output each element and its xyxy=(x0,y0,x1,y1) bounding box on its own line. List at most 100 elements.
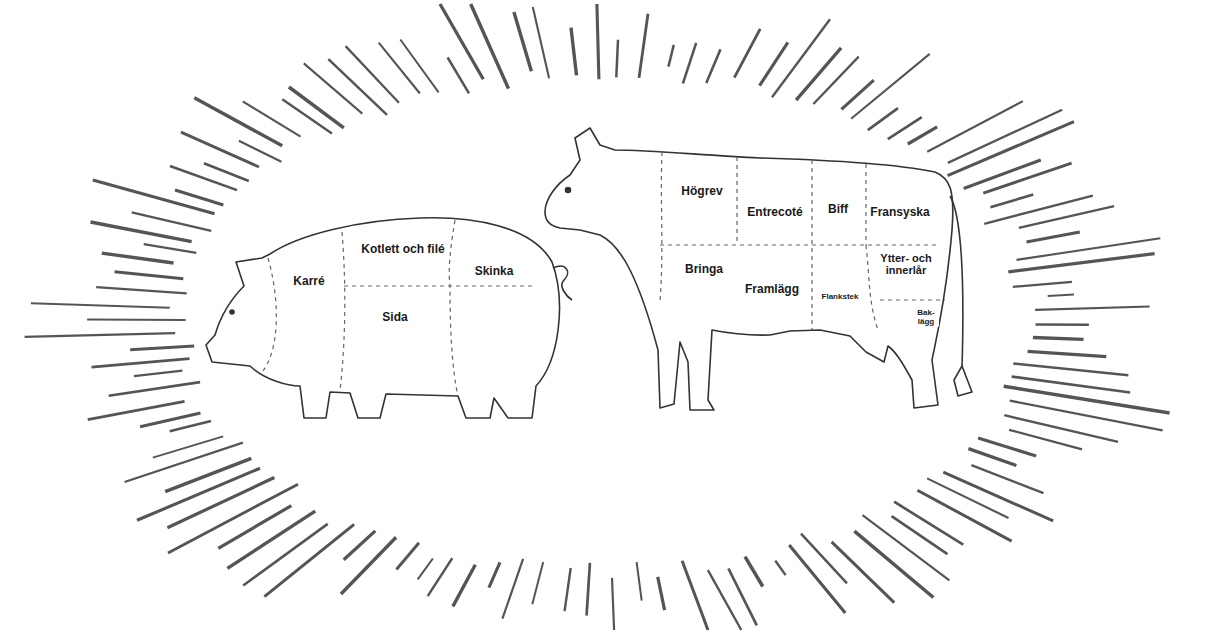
sunburst-ray xyxy=(304,63,363,113)
cut-line xyxy=(880,299,945,300)
cow-tail xyxy=(950,196,963,368)
sunburst-ray xyxy=(978,438,1036,456)
sunburst-ray xyxy=(948,110,1062,163)
cut-label: Karré xyxy=(292,275,325,288)
sunburst-ray xyxy=(153,436,223,457)
sunburst-ray xyxy=(396,543,419,570)
sunburst-ray xyxy=(1013,364,1128,376)
cut-line xyxy=(340,232,345,390)
sunburst-ray xyxy=(227,511,315,568)
sunburst-ray xyxy=(379,43,420,94)
cut-label: Framlägg xyxy=(744,283,800,296)
cut-label: Flankstek xyxy=(821,293,860,302)
sunburst-ray xyxy=(908,127,937,144)
sunburst-ray xyxy=(341,537,396,594)
pig-outline xyxy=(206,218,559,418)
sunburst-ray xyxy=(658,577,665,610)
sunburst-ray xyxy=(683,43,696,84)
cut-line xyxy=(811,160,812,330)
cut-line xyxy=(262,258,276,372)
sunburst-ray xyxy=(1009,430,1082,450)
sunburst-ray xyxy=(1048,294,1074,296)
cut-line xyxy=(344,285,536,286)
sunburst-ray xyxy=(708,570,741,630)
sunburst-ray xyxy=(170,166,237,190)
sunburst-ray xyxy=(346,46,399,103)
cut-label: Kotlett och filé xyxy=(360,243,445,256)
sunburst-ray xyxy=(344,531,376,560)
sunburst-ray xyxy=(888,117,922,139)
sunburst-ray xyxy=(597,4,599,79)
cut-line xyxy=(449,220,458,396)
sunburst-ray xyxy=(813,57,858,104)
sunburst-ray xyxy=(616,40,618,78)
sunburst-ray xyxy=(1035,307,1150,310)
sunburst-ray xyxy=(243,524,328,586)
sunburst-ray xyxy=(894,502,963,545)
cut-label: Sida xyxy=(381,311,408,324)
sunburst-ray xyxy=(418,559,433,580)
sunburst-ray xyxy=(1019,206,1114,228)
sunburst-ray xyxy=(514,12,532,71)
sunburst-ray xyxy=(532,562,543,604)
sunburst-ray xyxy=(170,421,211,431)
sunburst-ray xyxy=(1027,232,1080,242)
sunburst-ray xyxy=(571,28,577,76)
cow-tail-tuft xyxy=(954,366,972,396)
sunburst-ray xyxy=(612,578,614,630)
sunburst-ray xyxy=(96,287,187,293)
sunburst-ray xyxy=(453,565,475,607)
sunburst-ray xyxy=(1010,401,1163,431)
sunburst-ray xyxy=(502,559,523,619)
cut-line xyxy=(660,152,662,300)
sunburst-ray xyxy=(400,40,438,93)
sunburst-ray xyxy=(1008,254,1154,272)
sunburst-ray xyxy=(832,542,895,603)
sunburst-ray xyxy=(801,534,847,584)
sunburst-ray xyxy=(533,7,549,78)
sunburst-ray xyxy=(130,346,194,350)
cut-label: Högrev xyxy=(680,185,723,198)
sunburst-ray xyxy=(760,42,788,85)
sunburst-ray xyxy=(772,19,830,97)
sunburst-ray xyxy=(428,558,453,596)
sunburst-ray xyxy=(175,190,223,205)
sunburst-ray xyxy=(964,160,1041,189)
sunburst-ray xyxy=(745,557,763,587)
sunburst-ray xyxy=(639,14,648,78)
cut-label: Fransyska xyxy=(869,206,930,219)
sunburst-ray xyxy=(88,401,185,419)
cut-line xyxy=(865,164,866,245)
sunburst-ray xyxy=(734,29,760,78)
cut-label: Bak- lägg xyxy=(913,309,939,327)
sunburst-ray xyxy=(448,58,469,94)
sunburst-ray xyxy=(239,141,282,162)
sunburst-ray xyxy=(489,562,500,587)
cut-label: Ytter- och innerlår xyxy=(872,252,940,276)
sunburst-ray xyxy=(181,132,259,167)
sunburst-ray xyxy=(25,333,176,337)
sunburst-ray xyxy=(92,359,190,368)
sunburst-ray xyxy=(927,101,1023,152)
cut-label: Skinka xyxy=(474,265,515,278)
cow-outline xyxy=(545,128,953,410)
sunburst-ray xyxy=(87,319,186,321)
sunburst-ray xyxy=(282,99,332,133)
cut-label: Biff xyxy=(827,203,849,216)
sunburst-ray xyxy=(968,449,1016,466)
sunburst-ray xyxy=(789,545,845,613)
sunburst-ray xyxy=(1036,323,1089,326)
sunburst-ray xyxy=(1028,351,1107,356)
sunburst-ray xyxy=(471,4,509,89)
sunburst-ray xyxy=(587,563,590,616)
sunburst-ray xyxy=(775,561,785,576)
sunburst-ray xyxy=(984,196,1093,224)
sunburst-ray xyxy=(144,244,197,253)
cut-line xyxy=(736,157,737,245)
sunburst-ray xyxy=(990,195,1033,208)
sunburst-ray xyxy=(102,253,174,263)
sunburst-ray xyxy=(1004,386,1170,413)
